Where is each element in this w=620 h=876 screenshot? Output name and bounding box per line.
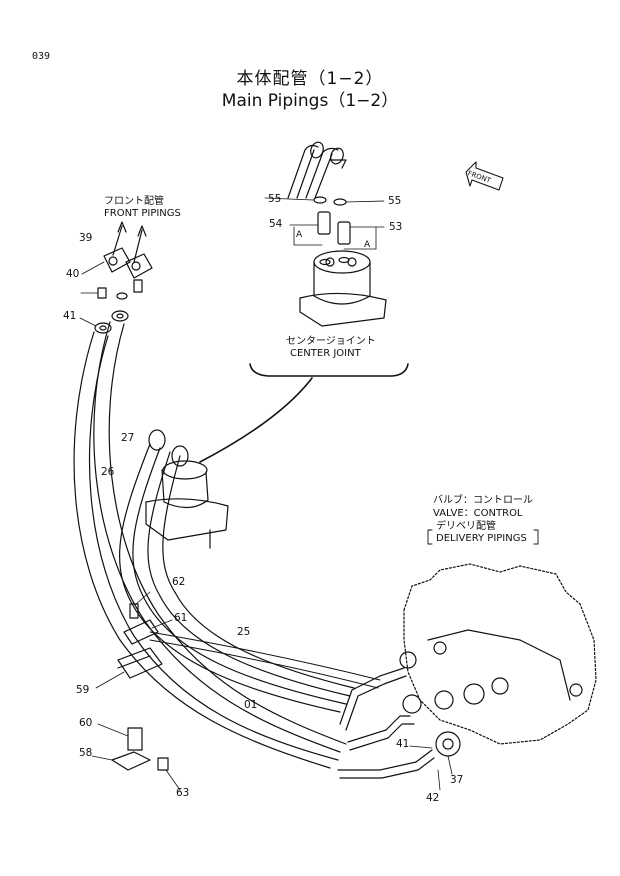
clamp-assembly [91, 591, 181, 791]
callout-53: 53 [389, 221, 403, 233]
callout-40: 40 [66, 268, 80, 280]
swivel-body [145, 460, 229, 549]
center-joint-en: CENTER JOINT [290, 348, 361, 359]
page-number: 039 [32, 51, 51, 62]
callout-62: 62 [172, 576, 186, 588]
callout-41: 41 [63, 310, 77, 322]
front-pipings-jp: フロント配管 [104, 196, 164, 207]
delivery-label-en: DELIVERY PIPINGS [436, 533, 527, 544]
callout-55-left: 55 [268, 193, 282, 205]
swivel-hoses [119, 429, 355, 713]
callout-61: 61 [174, 612, 188, 624]
center-joint-jp: センタージョイント [286, 336, 376, 347]
callout-60: 60 [79, 717, 93, 729]
callout-37: 37 [450, 774, 464, 786]
front-flange-assembly [79, 221, 153, 334]
front-pipings-en: FRONT PIPINGS [104, 208, 181, 219]
detail-a-right: A [364, 240, 371, 250]
callout-41-valve: 41 [396, 738, 410, 750]
hose-25 [149, 631, 381, 681]
callout-25: 25 [237, 626, 251, 638]
center-joint-body [299, 250, 387, 327]
callout-63: 63 [176, 787, 190, 799]
delivery-label-jp: デリベリ配管 [436, 521, 496, 532]
detail-bracket [249, 363, 409, 377]
title-english: Main Pipings（1−2） [221, 91, 399, 111]
valve-label-en: VALVE：CONTROL [433, 508, 523, 519]
callout-55-right: 55 [388, 195, 402, 207]
front-arrow-icon [465, 161, 504, 191]
center-joint-hoses [287, 141, 347, 199]
detail-leader [199, 377, 313, 463]
callout-27: 27 [121, 432, 135, 444]
detail-a-left: A [296, 230, 303, 240]
valve-label-bracket [427, 529, 433, 545]
valve-label-jp: バルブ：コントロール [433, 495, 533, 506]
callout-01: 01 [244, 699, 258, 711]
main-hoses [73, 321, 347, 769]
title-japanese: 本体配管（1−2） [236, 69, 384, 89]
callout-54: 54 [269, 218, 283, 230]
callout-39: 39 [79, 232, 93, 244]
callout-59: 59 [76, 684, 90, 696]
callout-26: 26 [101, 466, 115, 478]
callout-42: 42 [426, 792, 440, 804]
control-valve [399, 563, 597, 757]
delivery-pipes [337, 667, 435, 779]
callout-58: 58 [79, 747, 93, 759]
